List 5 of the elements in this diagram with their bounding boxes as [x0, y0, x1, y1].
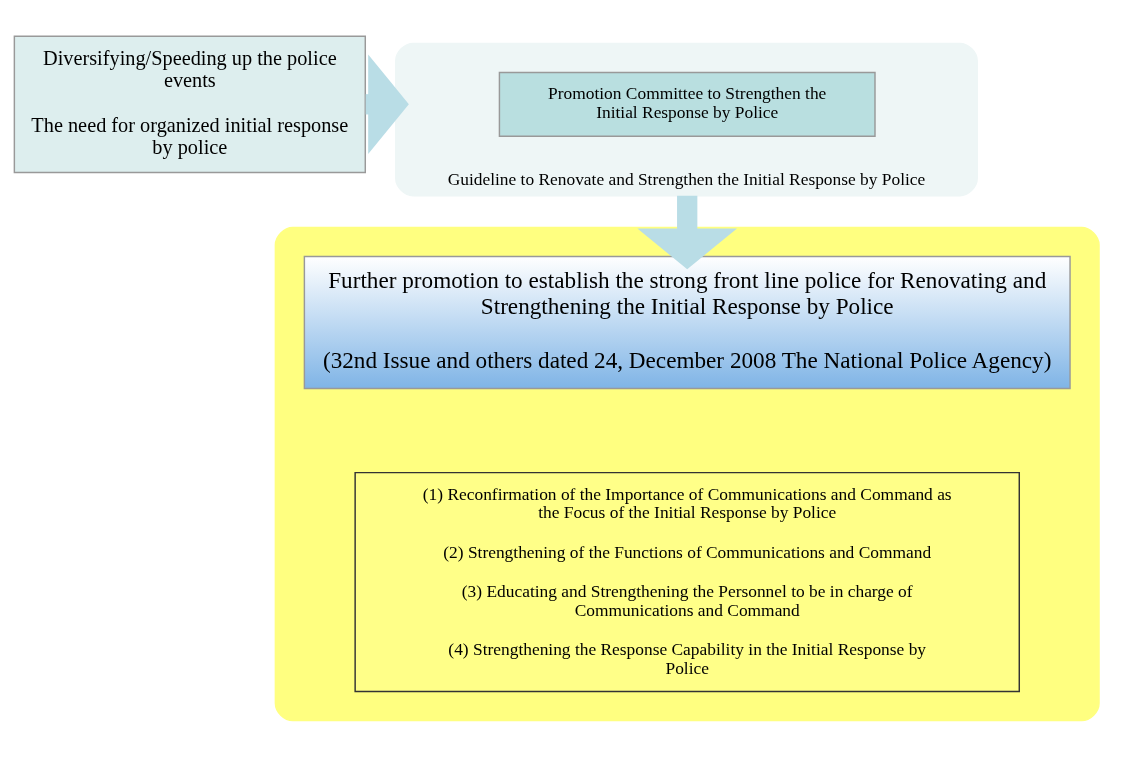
node-box: (1) Reconfirmation of the Importance of Communications and Command as the Focus of the Initial Response by Police (2) Strengthening of the Functions of Communications and Command (3) Educating and Strengthening the Personnel to be in charge of Communications and Command (4) Strengthening the Response Capability in the Initial Response by Police — [354, 471, 1020, 692]
node-box: Diversifying/Speeding up the police events The need for organized initial response by police — [13, 34, 366, 173]
arrow — [637, 195, 738, 269]
node-box: Further promotion to establish the strong front line police for Renovating and Strengthening the Initial Response by Police (32nd Issue and others dated 24, December 2008 The National Police Agency) — [303, 255, 1071, 389]
node-box: Promotion Committee to Strengthen the Initial Response by Police — [498, 71, 876, 137]
